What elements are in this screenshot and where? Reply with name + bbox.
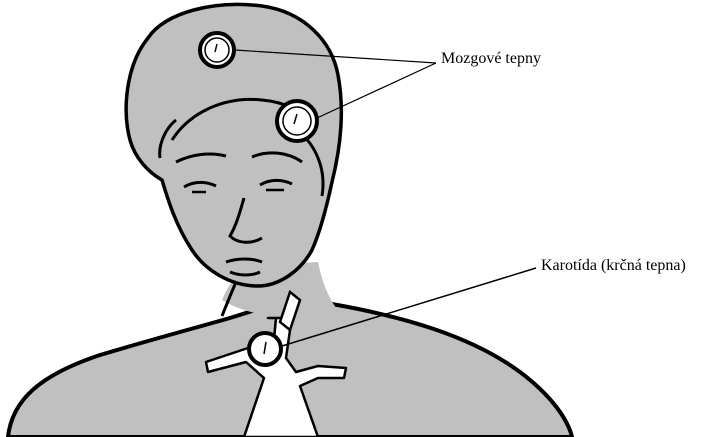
brain-artery-upper	[200, 33, 234, 67]
brain-artery-lower	[277, 101, 317, 141]
brain-arteries-label: Mozgové tepny	[441, 51, 541, 67]
carotid-artery-circle	[249, 333, 281, 365]
carotid-label: Karotída (krčná tepna)	[541, 258, 686, 274]
